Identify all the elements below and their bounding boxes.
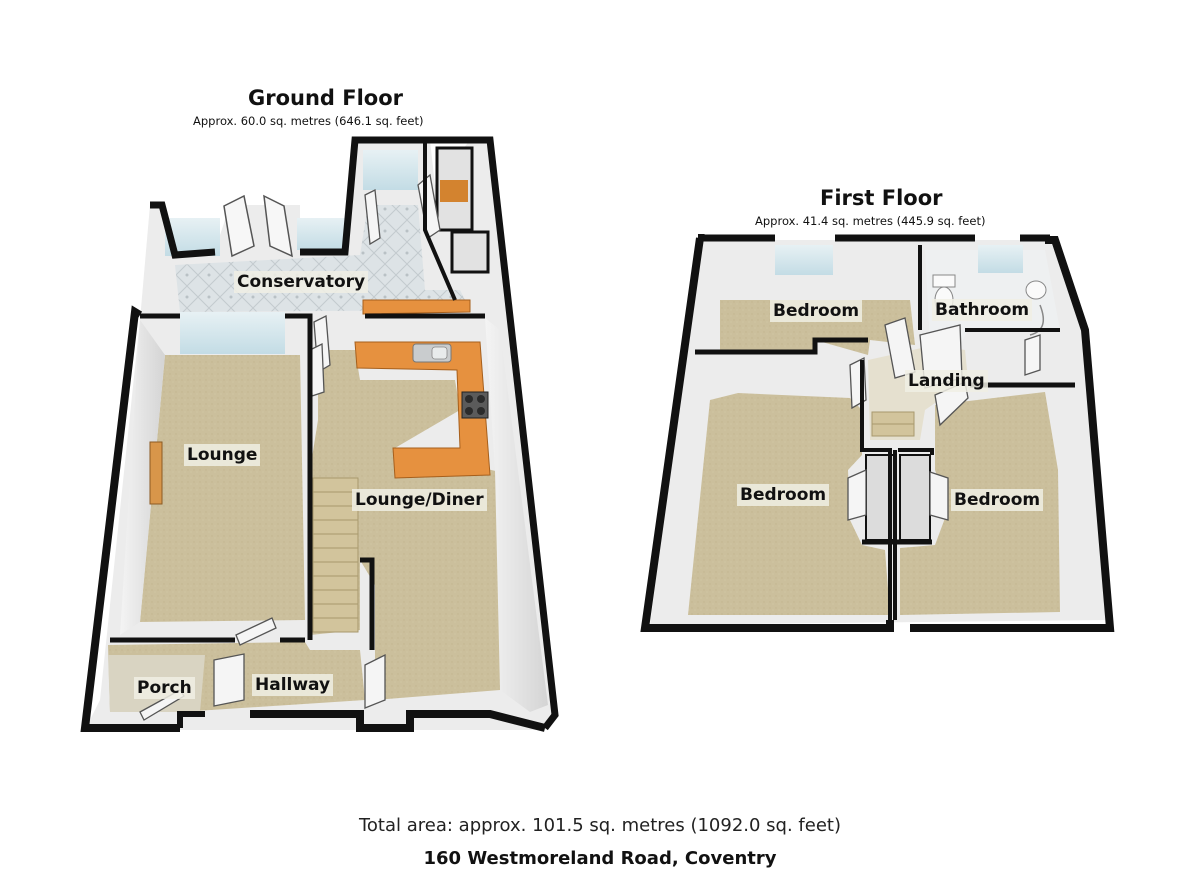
shower-curve — [1029, 304, 1045, 336]
ground-floor-title: Ground Floor — [248, 86, 404, 110]
basin — [1025, 280, 1047, 300]
bathroom-window — [978, 245, 1023, 273]
store-cupboard-lower — [450, 230, 490, 274]
room-label-bathroom: Bathroom — [932, 299, 1033, 321]
kitchen-sink — [412, 343, 452, 363]
room-label-conservatory: Conservatory — [234, 271, 369, 293]
first-floor-title: First Floor — [820, 186, 943, 210]
ground-floor-area: Approx. 60.0 sq. metres (646.1 sq. feet) — [193, 114, 424, 128]
fireplace — [149, 441, 163, 505]
total-area-text: Total area: approx. 101.5 sq. metres (10… — [358, 815, 841, 836]
first-floor-stairs — [871, 411, 915, 437]
conservatory-window-right — [363, 150, 418, 190]
first-floor-walls — [640, 234, 1115, 632]
kitchen-hob — [461, 391, 489, 419]
first-floor-area: Approx. 41.4 sq. metres (445.9 sq. feet) — [755, 214, 986, 228]
room-label-bedroom-rear: Bedroom — [770, 300, 863, 322]
wardrobe-right — [899, 454, 931, 541]
room-label-porch: Porch — [134, 677, 195, 699]
bathroom-floor — [925, 250, 1060, 345]
conservatory-window-mid — [297, 218, 347, 250]
conservatory-french-doors — [223, 194, 293, 258]
room-label-lounge-diner: Lounge/Diner — [352, 489, 487, 511]
room-label-bedroom-right: Bedroom — [951, 489, 1044, 511]
ground-floor-walls — [80, 136, 559, 732]
room-label-landing: Landing — [905, 370, 988, 392]
ground-floor-plan — [80, 136, 559, 732]
lounge-floor — [140, 355, 305, 622]
ground-floor-staircase — [312, 477, 359, 633]
first-floor-plan — [640, 234, 1115, 632]
bedroom-rear-window — [775, 245, 833, 275]
room-label-hallway: Hallway — [252, 674, 334, 696]
store-shelf — [440, 180, 468, 202]
lounge-patio-glass — [180, 312, 285, 354]
lounge-wall-face — [120, 320, 165, 635]
property-address: 160 Westmoreland Road, Coventry — [423, 848, 777, 869]
lounge-diner-wall-face — [485, 318, 548, 712]
room-label-lounge: Lounge — [184, 444, 261, 466]
room-label-bedroom-left: Bedroom — [737, 484, 830, 506]
